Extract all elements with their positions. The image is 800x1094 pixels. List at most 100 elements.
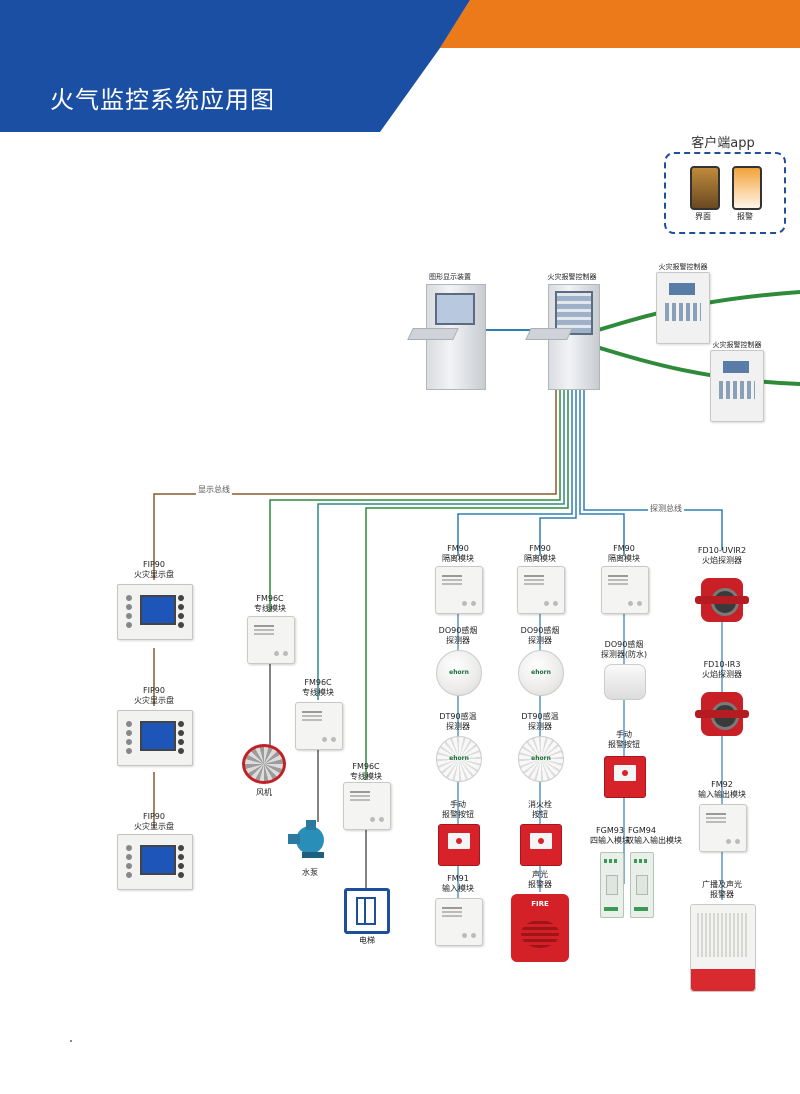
fm96c-3-name: 专线模块 — [350, 772, 382, 781]
loop2-fm90-name: 隔离模块 — [524, 554, 556, 563]
main-controller-desk — [525, 328, 573, 340]
broadcast-sounder-strobe — [690, 904, 756, 992]
detection-loop-2 — [539, 386, 577, 556]
loop3-fgm94-model: FGM94 — [628, 826, 656, 835]
banner-orange-band — [440, 0, 800, 48]
loop4-broadcaster-line1: 广播及声光 — [702, 880, 742, 889]
flame-detector-ir3 — [695, 692, 749, 736]
loop3-callpoint-line1: 手动 — [616, 730, 632, 739]
loop3-fm90-model: FM90 — [613, 544, 635, 553]
main-controller-label: 火灾报警控制器 — [547, 273, 597, 281]
loop4-fm92-name: 输入输出模块 — [698, 790, 746, 799]
loop2-hydrant-button — [520, 824, 562, 866]
fan-icon — [242, 744, 286, 784]
network-line-2 — [589, 343, 800, 386]
detection-loop-3 — [579, 386, 625, 556]
loop2-smoke-model: DO90感烟 — [520, 626, 560, 635]
loop1-isolator-module — [435, 566, 483, 614]
banner-blue-band — [0, 0, 470, 132]
loop3-smoke-name: 探测器(防水) — [600, 650, 648, 659]
loop4-fm92-model: FM92 — [711, 780, 733, 789]
loop3-fgm93-model: FGM93 — [596, 826, 624, 835]
loop2-fm90-model: FM90 — [529, 544, 551, 553]
elevator-label: 电梯 — [359, 936, 375, 945]
fip90-display-panel-1 — [117, 584, 193, 640]
fip90-2-model: FIP90 — [143, 686, 165, 695]
fgm94-module — [630, 852, 654, 918]
header-banner — [0, 0, 800, 132]
fm96c-1-name: 专线模块 — [254, 604, 286, 613]
fm96c-module-3 — [343, 782, 391, 830]
loop3-waterproof-smoke-detector — [604, 664, 646, 700]
heat-detector-brand: ehorn — [531, 755, 551, 762]
flame-detector-uvir2 — [695, 578, 749, 622]
fm96c-module-2 — [295, 702, 343, 750]
loop2-smoke-detector: ehorn — [518, 650, 564, 696]
sub-controller-label-2: 火灾报警控制器 — [712, 341, 762, 349]
loop3-manual-call-point — [604, 756, 646, 798]
phone-interface-screen[interactable] — [690, 166, 720, 210]
graphic-display-label: 图形显示装置 — [429, 273, 471, 281]
display-bus-label: 显示总线 — [196, 484, 232, 495]
loop1-smoke-model: DO90感烟 — [438, 626, 478, 635]
loop1-heat-name: 探测器 — [446, 722, 470, 731]
loop4-flame1-model: FD10-UVIR2 — [697, 546, 747, 555]
sub-fire-controller-1 — [656, 272, 710, 344]
loop1-fm90-name: 隔离模块 — [442, 554, 474, 563]
fm96c-2-name: 专线模块 — [302, 688, 334, 697]
app-screen-label-1: 界面 — [695, 212, 711, 221]
loop1-fm91-name: 输入模块 — [442, 884, 474, 893]
loop4-flame2-model: FD10-IR3 — [703, 660, 741, 669]
loop2-smoke-name: 探测器 — [528, 636, 552, 645]
fm96c-2-model: FM96C — [304, 678, 332, 687]
water-pump-icon — [288, 820, 324, 858]
heat-detector-brand: ehorn — [449, 755, 469, 762]
loop1-smoke-detector: ehorn — [436, 650, 482, 696]
fip90-1-name: 火灾显示盘 — [134, 570, 174, 579]
loop4-io-module — [699, 804, 747, 852]
app-title: 客户端app — [691, 136, 755, 151]
loop4-flame1-name: 火焰探测器 — [702, 556, 742, 565]
fip90-2-name: 火灾显示盘 — [134, 696, 174, 705]
graphic-display-desk — [407, 328, 459, 340]
client-app-box — [664, 152, 786, 234]
loop3-fgm94-name: 双输入输出模块 — [626, 836, 682, 845]
smoke-detector-brand: ehorn — [531, 669, 551, 676]
loop2-isolator-module — [517, 566, 565, 614]
fm96c-3-model: FM96C — [352, 762, 380, 771]
detection-bus-label: 探测总线 — [648, 503, 684, 514]
loop1-heat-model: DT90感温 — [439, 712, 477, 721]
page-title: 火气监控系统应用图 — [50, 86, 275, 114]
fm96c-module-1 — [247, 616, 295, 664]
fip90-display-panel-3 — [117, 834, 193, 890]
loop1-fm90-model: FM90 — [447, 544, 469, 553]
loop3-isolator-module — [601, 566, 649, 614]
loop3-callpoint-line2: 报警按钮 — [608, 740, 640, 749]
fm96c-1-model: FM96C — [256, 594, 284, 603]
loop2-hydrant-line2: 按钮 — [532, 810, 548, 819]
loop2-heat-model: DT90感温 — [521, 712, 559, 721]
sub-fire-controller-2 — [710, 350, 764, 422]
loop3-smoke-model: DO90感烟 — [604, 640, 644, 649]
fan-label: 风机 — [256, 788, 272, 797]
loop1-smoke-name: 探测器 — [446, 636, 470, 645]
fip90-3-model: FIP90 — [143, 812, 165, 821]
detection-loop-1 — [457, 386, 573, 556]
loop1-callpoint-line2: 报警按钮 — [442, 810, 474, 819]
loop2-heat-name: 探测器 — [528, 722, 552, 731]
fip90-1-model: FIP90 — [143, 560, 165, 569]
pump-label: 水泵 — [302, 868, 318, 877]
loop2-sounder-line1: 声光 — [532, 870, 548, 879]
loop2-sounder-line2: 报警器 — [528, 880, 552, 889]
loop2-hydrant-line1: 消火栓 — [528, 800, 552, 809]
fip90-display-panel-2 — [117, 710, 193, 766]
fm96c-line-1 — [269, 386, 561, 612]
loop1-heat-detector: ehorn — [436, 736, 482, 782]
loop2-heat-detector: ehorn — [518, 736, 564, 782]
smoke-detector-brand: ehorn — [449, 669, 469, 676]
app-screen-label-2: 报警 — [737, 212, 753, 221]
phone-alarm-screen[interactable] — [732, 166, 762, 210]
detection-loop-4 — [583, 386, 723, 550]
fgm93-module — [600, 852, 624, 918]
loop4-broadcaster-line2: 报警器 — [710, 890, 734, 899]
